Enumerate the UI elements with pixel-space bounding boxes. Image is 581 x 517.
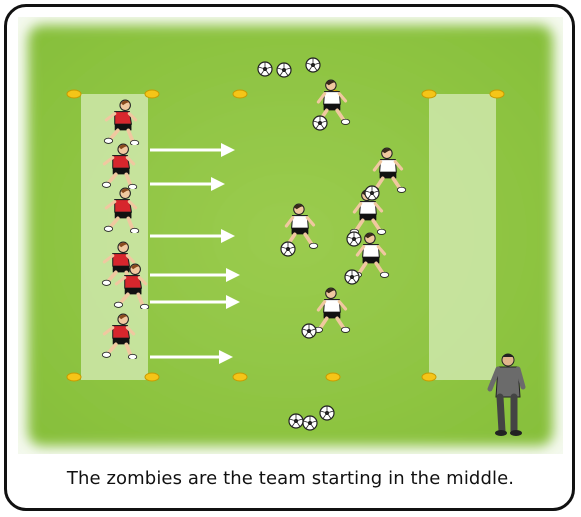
cone-icon <box>422 90 436 98</box>
ball-icon <box>302 324 316 338</box>
ball-icon <box>320 406 334 420</box>
cone-icon <box>490 90 504 98</box>
cone-icon <box>67 90 81 98</box>
cone-icon <box>145 373 159 381</box>
ball-icon <box>303 416 317 430</box>
ball-icon <box>306 58 320 72</box>
cone-icon <box>326 373 340 381</box>
soccer-field <box>18 17 563 454</box>
field-svg <box>18 17 563 454</box>
ball-icon <box>345 270 359 284</box>
cone-icon <box>67 373 81 381</box>
ball-icon <box>365 186 379 200</box>
ball-icon <box>313 116 327 130</box>
caption: The zombies are the team starting in the… <box>0 468 581 489</box>
cone-icon <box>233 90 247 98</box>
right-end-zone <box>429 94 496 380</box>
cone-icon <box>422 373 436 381</box>
ball-icon <box>347 232 361 246</box>
cone-icon <box>145 90 159 98</box>
cone-icon <box>233 373 247 381</box>
ball-icon <box>258 62 272 76</box>
ball-icon <box>289 414 303 428</box>
ball-icon <box>281 242 295 256</box>
ball-icon <box>277 63 291 77</box>
